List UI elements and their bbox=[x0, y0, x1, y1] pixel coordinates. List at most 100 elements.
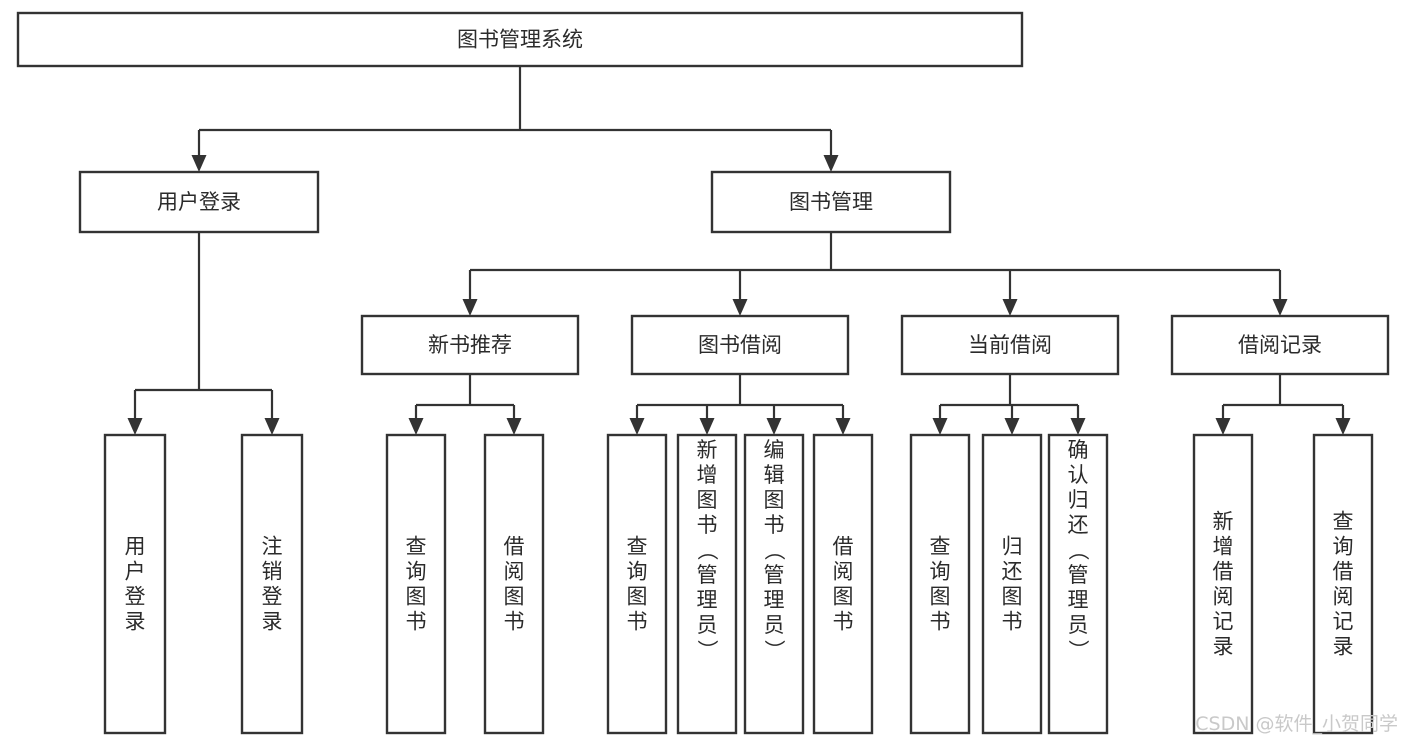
node-box-leaf-edit-book[interactable] bbox=[743, 433, 805, 735]
node-box-leaf-confirm-return[interactable] bbox=[1047, 433, 1109, 735]
node-box-leaf-borrow-book-recommend[interactable] bbox=[483, 433, 545, 735]
label-glyph: 书 bbox=[504, 610, 525, 634]
label-glyph: 询 bbox=[406, 560, 427, 584]
label-glyph: 认 bbox=[1068, 463, 1089, 487]
label-glyph: 理 bbox=[1068, 588, 1089, 612]
node-current-borrow[interactable]: 当前借阅 bbox=[900, 314, 1120, 376]
node-layer: 图书管理系统用户登录图书管理新书推荐图书借阅当前借阅借阅记录用户登录注销登录查询… bbox=[16, 11, 1390, 735]
node-leaf-user-login[interactable]: 用户登录 bbox=[103, 433, 167, 735]
arrow-head-leaf-query-book-recommend bbox=[408, 418, 424, 435]
label-glyph: 图 bbox=[833, 585, 854, 609]
node-box-leaf-logout[interactable] bbox=[240, 433, 304, 735]
edge-group-book-manage bbox=[462, 232, 1288, 316]
label-glyph: 图 bbox=[504, 585, 525, 609]
watermark-layer: CSDN @软件_小贺同学 bbox=[1195, 713, 1398, 735]
node-book-borrow[interactable]: 图书借阅 bbox=[630, 314, 850, 376]
connector-layer bbox=[127, 66, 1351, 435]
label-glyph: 查 bbox=[406, 535, 427, 559]
label-glyph: 录 bbox=[1213, 635, 1234, 659]
label-glyph: 用 bbox=[125, 535, 146, 559]
node-box-leaf-return-book[interactable] bbox=[981, 433, 1043, 735]
arrow-head-leaf-confirm-return bbox=[1070, 418, 1086, 435]
node-box-leaf-user-login[interactable] bbox=[103, 433, 167, 735]
node-label-current-borrow: 当前借阅 bbox=[968, 333, 1052, 357]
node-box-book-borrow[interactable] bbox=[630, 314, 850, 376]
node-box-user-login[interactable] bbox=[78, 170, 320, 234]
edge-group-book-borrow bbox=[629, 374, 851, 435]
label-glyph: 书 bbox=[697, 513, 718, 537]
label-glyph: 书 bbox=[627, 610, 648, 634]
label-glyph: 增 bbox=[697, 463, 718, 487]
label-glyph: 录 bbox=[1333, 635, 1354, 659]
label-glyph: 书 bbox=[1002, 610, 1023, 634]
label-glyph: 图 bbox=[930, 585, 951, 609]
label-glyph: 管 bbox=[1068, 563, 1089, 587]
arrow-head-leaf-logout bbox=[264, 418, 280, 435]
node-box-borrow-record[interactable] bbox=[1170, 314, 1390, 376]
label-glyph: 图 bbox=[764, 488, 785, 512]
node-box-book-manage[interactable] bbox=[710, 170, 952, 234]
label-glyph: 书 bbox=[406, 610, 427, 634]
node-label-book-borrow: 图书借阅 bbox=[698, 333, 782, 357]
node-book-manage[interactable]: 图书管理 bbox=[710, 170, 952, 234]
node-user-login[interactable]: 用户登录 bbox=[78, 170, 320, 234]
label-glyph: 查 bbox=[627, 535, 648, 559]
node-box-leaf-add-borrow-record[interactable] bbox=[1192, 433, 1254, 735]
node-box-leaf-query-borrow-record[interactable] bbox=[1312, 433, 1374, 735]
label-glyph: 注 bbox=[262, 535, 283, 559]
node-box-leaf-borrow-book[interactable] bbox=[812, 433, 874, 735]
arrow-head-leaf-query-borrow-record bbox=[1335, 418, 1351, 435]
node-root[interactable]: 图书管理系统 bbox=[16, 11, 1024, 68]
label-glyph: 书 bbox=[764, 513, 785, 537]
label-glyph: ） bbox=[695, 640, 719, 661]
node-box-root[interactable] bbox=[16, 11, 1024, 68]
node-label-book-manage: 图书管理 bbox=[789, 190, 873, 214]
arrow-head-leaf-query-book-current bbox=[932, 418, 948, 435]
label-glyph: （ bbox=[695, 540, 719, 561]
label-glyph: 询 bbox=[930, 560, 951, 584]
label-glyph: 归 bbox=[1002, 535, 1023, 559]
node-label-leaf-user-login: 用户登录 bbox=[125, 535, 146, 634]
edge-group-current-borrow bbox=[932, 374, 1086, 435]
node-box-leaf-query-book-recommend[interactable] bbox=[385, 433, 447, 735]
label-glyph: 借 bbox=[1333, 560, 1354, 584]
label-glyph: 还 bbox=[1002, 560, 1023, 584]
arrow-head-current-borrow bbox=[1002, 299, 1018, 316]
label-glyph: 辑 bbox=[764, 463, 785, 487]
node-new-book-recommend[interactable]: 新书推荐 bbox=[360, 314, 580, 376]
label-glyph: 书 bbox=[930, 610, 951, 634]
label-glyph: 归 bbox=[1068, 488, 1089, 512]
label-glyph: 阅 bbox=[504, 560, 525, 584]
label-glyph: 新 bbox=[697, 438, 718, 462]
label-glyph: 询 bbox=[627, 560, 648, 584]
node-box-new-book-recommend[interactable] bbox=[360, 314, 580, 376]
node-box-leaf-query-book-current[interactable] bbox=[909, 433, 971, 735]
node-box-leaf-add-book[interactable] bbox=[676, 433, 738, 735]
edge-group-new-book-recommend bbox=[408, 374, 522, 435]
arrow-head-leaf-add-borrow-record bbox=[1215, 418, 1231, 435]
csdn-watermark: CSDN @软件_小贺同学 bbox=[1195, 713, 1398, 735]
node-borrow-record[interactable]: 借阅记录 bbox=[1170, 314, 1390, 376]
node-box-leaf-query-book-borrow[interactable] bbox=[606, 433, 668, 735]
label-glyph: 书 bbox=[833, 610, 854, 634]
label-glyph: 员 bbox=[1068, 613, 1089, 637]
node-box-current-borrow[interactable] bbox=[900, 314, 1120, 376]
label-glyph: 图 bbox=[1002, 585, 1023, 609]
node-label-borrow-record: 借阅记录 bbox=[1238, 333, 1322, 357]
